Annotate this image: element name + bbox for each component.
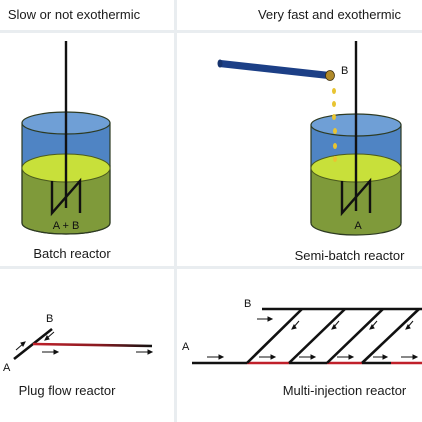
semi-batch-stirrer <box>340 41 372 217</box>
right-column-header: Very fast and exothermic <box>257 7 402 22</box>
feed-drops <box>332 88 337 162</box>
semi-batch-feed-label: B <box>341 65 348 77</box>
plug-flow-inlet-a-label: A <box>3 362 11 374</box>
multi-injection-inlet-b-label: B <box>244 298 251 310</box>
left-column-header: Slow or not exothermic <box>7 7 141 22</box>
right-header-cell: Very fast and exothermic <box>177 0 422 30</box>
multi-injection-reactor-caption: Multi-injection reactor <box>282 383 407 398</box>
semi-batch-content-label: A <box>354 220 362 232</box>
multi-injection-reactor-diagram: B A <box>182 298 422 365</box>
semi-batch-reactor-diagram: B A <box>217 41 402 236</box>
plug-flow-tubes <box>13 327 153 361</box>
semi-batch-reactor-cell: B A Semi-batch reactor <box>177 33 422 266</box>
plug-flow-reactor-diagram: A B <box>3 313 154 374</box>
feed-tube <box>217 59 335 81</box>
batch-reactor-cell: A + B Batch reactor <box>0 33 174 266</box>
batch-reactor-caption: Batch reactor <box>33 246 111 261</box>
plug-flow-reactor-caption: Plug flow reactor <box>18 383 116 398</box>
left-header-cell: Slow or not exothermic <box>0 0 174 30</box>
semi-batch-reactor-caption: Semi-batch reactor <box>294 248 405 263</box>
plug-flow-reactor-cell: A B Plug flow reactor <box>0 269 174 422</box>
plug-flow-inlet-b-label: B <box>46 313 53 325</box>
multi-injection-inlet-a-label: A <box>182 341 190 353</box>
plug-flow-arrows <box>15 331 154 355</box>
batch-reactor-diagram: A + B <box>21 41 111 235</box>
multi-injection-reactor-cell: B A Multi-injection reactor <box>177 269 422 422</box>
batch-vessel <box>21 111 111 235</box>
batch-content-label: A + B <box>53 220 80 232</box>
batch-stirrer <box>50 41 82 217</box>
multi-injection-arrows <box>207 316 419 360</box>
multi-injection-branches <box>246 308 420 364</box>
